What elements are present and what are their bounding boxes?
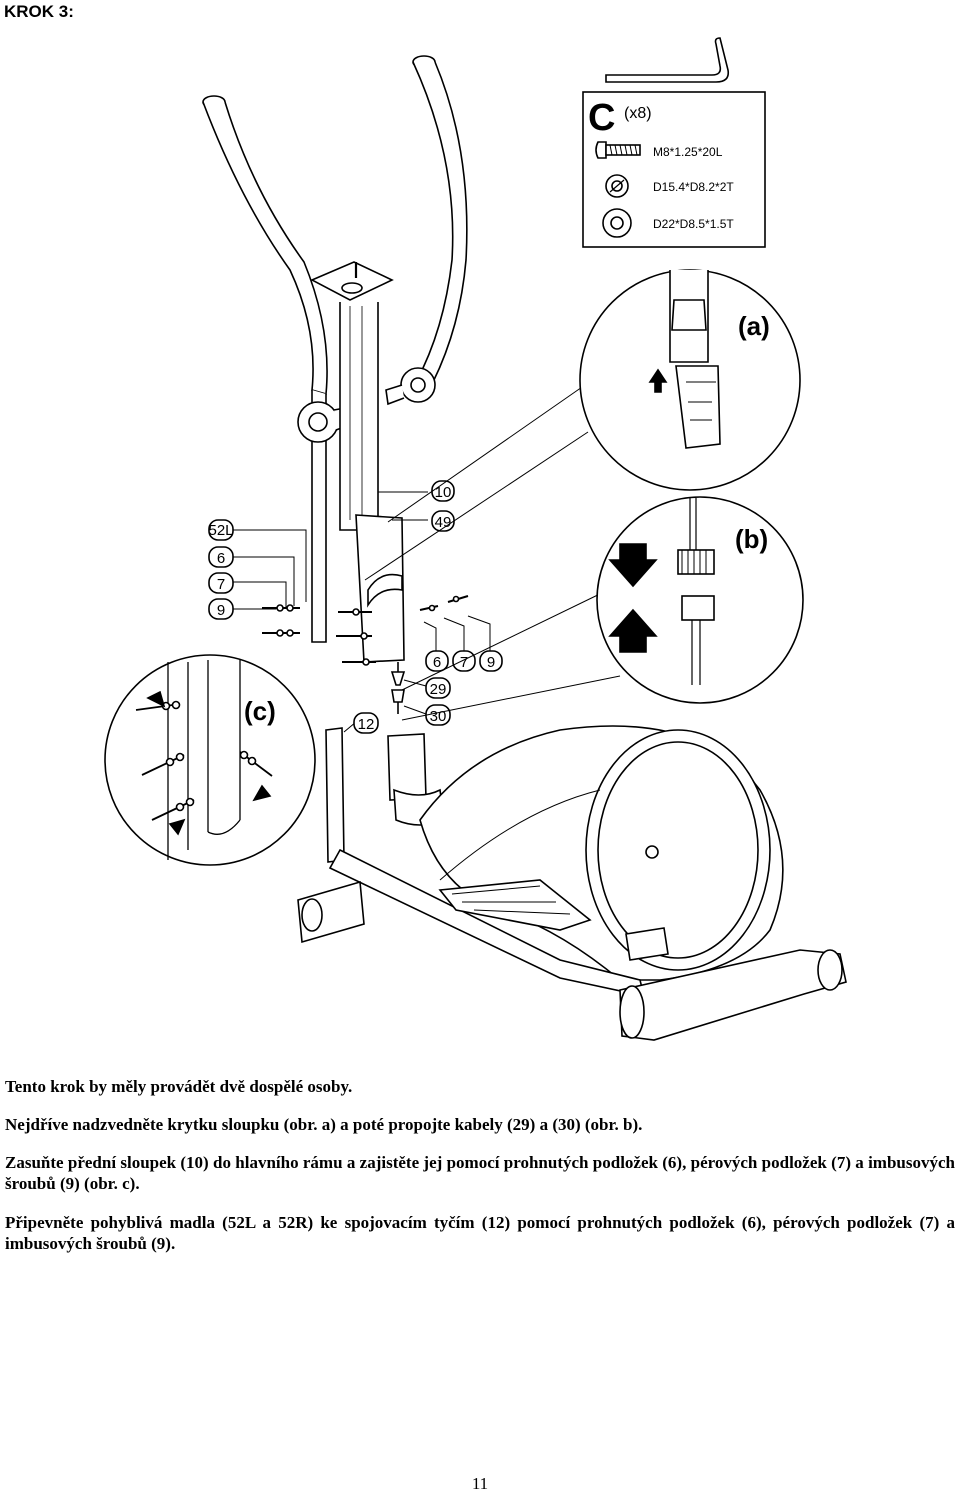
part-label-52l: 52L [208,522,233,539]
part-label-left-6: 6 [217,550,225,567]
detail-a: (a) [579,269,801,491]
part-label-30: 30 [430,708,447,725]
hardware-box: C (x8) M8*1.25*20L D15.4*D8.2*2T D22*D8.… [582,91,766,248]
leader-lines [232,491,491,733]
flat-washer-icon [602,208,632,238]
hardware-spec-spring-washer: D15.4*D8.2*2T [653,180,734,194]
bolt-icon [595,141,641,159]
instruction-2: Nejdříve nadzvedněte krytku sloupku (obr… [5,1115,643,1134]
spring-washer-icon [605,174,629,198]
allen-key-icon [605,37,730,83]
part-label-right-6: 6 [433,654,441,671]
part-label-10: 10 [435,484,452,501]
part-label-left-9: 9 [217,602,225,619]
part-label-right-7: 7 [460,654,468,671]
callout-a: (a) [738,311,770,341]
instruction-4: Připevněte pohyblivá madla (52L a 52R) k… [5,1213,955,1253]
hardware-letter: C [588,97,615,139]
part-label-left-7: 7 [217,576,225,593]
detail-b: (b) [596,496,804,704]
post-cover [355,514,405,663]
instruction-3: Zasuňte přední sloupek (10) do hlavního … [5,1153,955,1193]
left-post-bolts [262,604,376,666]
cable-connectors [390,662,406,714]
hardware-spec-flat-washer: D22*D8.5*1.5T [653,217,734,231]
zoom-lines [364,384,621,721]
main-frame [297,725,847,1041]
page-number: 11 [471,1474,489,1493]
instruction-1: Tento krok by měly provádět dvě dospělé … [5,1077,353,1096]
assembly-diagram: C (x8) M8*1.25*20L D15.4*D8.2*2T D22*D8.… [0,30,960,1060]
callout-b: (b) [735,524,768,554]
hardware-spec-bolt: M8*1.25*20L [653,145,723,159]
right-handlebar [385,55,468,406]
step-heading: KROK 3: [4,2,74,21]
front-post [310,261,394,531]
part-label-49: 49 [435,514,452,531]
hardware-count: (x8) [624,105,652,122]
part-label-right-9: 9 [487,654,495,671]
detail-c: (c) [104,654,316,866]
part-label-12: 12 [358,716,375,733]
part-label-29: 29 [430,681,447,698]
connecting-rod [325,727,345,863]
callout-c: (c) [244,696,276,726]
right-post-bolts [419,595,469,612]
